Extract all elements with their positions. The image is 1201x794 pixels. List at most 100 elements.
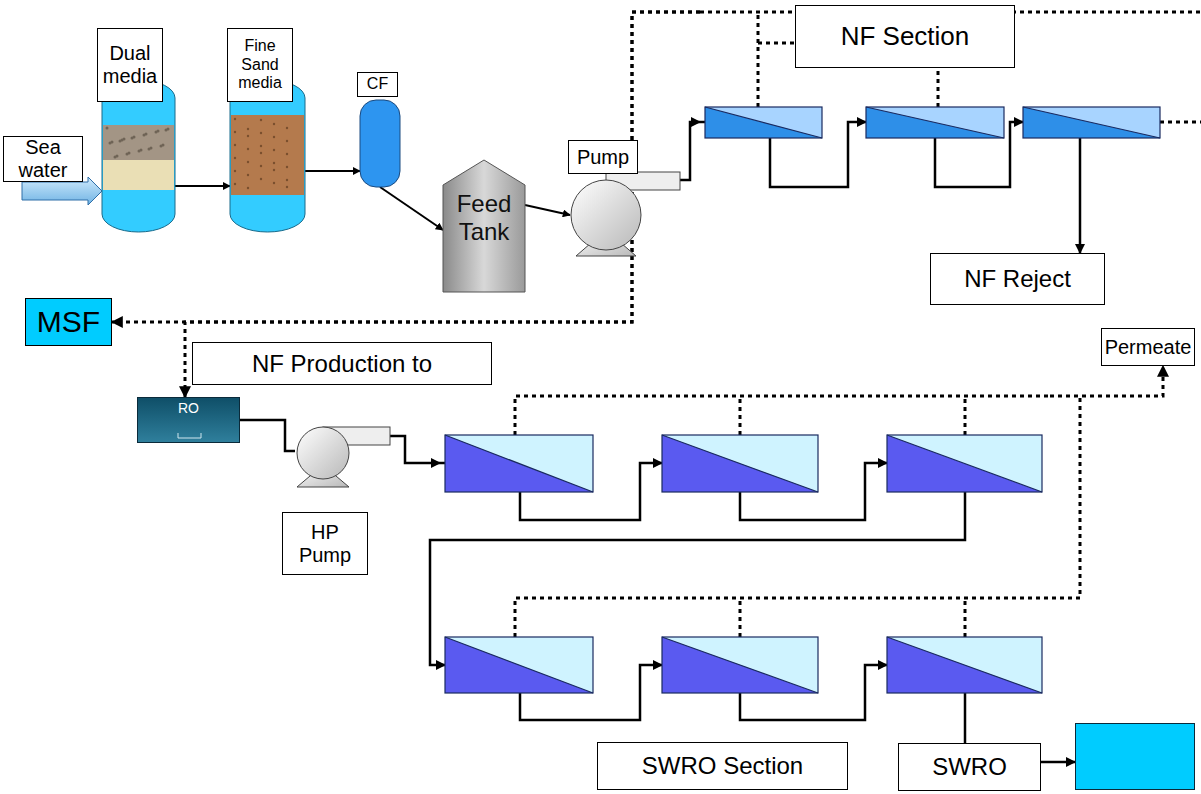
permeate-line xyxy=(1050,366,1163,396)
membrane-half xyxy=(445,435,593,492)
permeate-line xyxy=(964,396,967,435)
heading-label: SWRO Section xyxy=(597,742,848,790)
media-layer xyxy=(103,125,174,160)
heading-label: NF Section xyxy=(795,5,1015,68)
heading-label: Fine Sand media xyxy=(227,28,293,102)
pump-casing xyxy=(571,180,641,250)
media-grain xyxy=(131,137,134,140)
cartridge-filter: CF xyxy=(360,100,400,187)
feed-tank: Feed Tank xyxy=(443,160,525,292)
vessel-body xyxy=(230,80,305,232)
membrane-body xyxy=(662,637,818,693)
media-grain xyxy=(247,135,249,137)
media-grain xyxy=(143,134,146,137)
membrane-element xyxy=(662,435,818,492)
membrane-line xyxy=(887,637,1042,693)
heading-label: HP Pump xyxy=(282,512,368,575)
flow-line xyxy=(380,187,443,230)
brine-box: SWRO xyxy=(1075,723,1195,790)
node-shape xyxy=(295,425,390,478)
media-grain xyxy=(260,152,262,154)
media-grain xyxy=(286,166,288,168)
permeate-line xyxy=(739,598,742,637)
membrane-outline xyxy=(887,637,1042,693)
flow-line xyxy=(525,205,570,215)
media-grain xyxy=(234,157,236,159)
permeate-line xyxy=(964,598,967,637)
tank-mark xyxy=(178,433,201,438)
node-shape xyxy=(570,170,680,250)
media-grain xyxy=(148,148,151,151)
permeate-line xyxy=(757,12,760,107)
membrane-element xyxy=(445,637,593,693)
media-grain xyxy=(247,187,249,189)
media-layer xyxy=(231,115,304,195)
membrane-element xyxy=(662,637,818,693)
node-label: NF Reject xyxy=(964,265,1071,293)
membrane-half xyxy=(662,435,818,492)
node-shape xyxy=(360,100,400,187)
flow-line xyxy=(390,436,440,463)
node-label: RO xyxy=(138,400,239,416)
membrane-line xyxy=(445,435,593,492)
membrane-element xyxy=(445,435,593,492)
media-grain xyxy=(234,170,236,172)
media-grain xyxy=(260,145,262,147)
media-grain xyxy=(273,182,275,184)
pump-symbol: HP Pump xyxy=(295,425,390,478)
media-grain xyxy=(286,140,288,142)
filter-vessel: Dual media xyxy=(102,80,175,232)
media-grain xyxy=(247,128,249,130)
product-box: Permeate xyxy=(1101,328,1195,366)
membrane-half xyxy=(887,435,1042,492)
pipe-line xyxy=(440,462,445,465)
membrane-element xyxy=(705,107,822,138)
membrane-element xyxy=(866,107,1004,138)
media-grain xyxy=(234,183,236,185)
flow-line xyxy=(175,185,230,187)
media-grain xyxy=(138,150,141,153)
ro-tank: RO xyxy=(137,397,240,443)
pump-casing xyxy=(297,427,349,479)
media-grain xyxy=(160,145,163,148)
membrane-element xyxy=(887,435,1042,492)
pipe-line xyxy=(1079,138,1082,195)
media-grain xyxy=(260,132,262,134)
media-grain xyxy=(286,179,288,181)
pump-symbol: Pump xyxy=(570,170,680,250)
flow-line xyxy=(1079,195,1082,253)
membrane-half xyxy=(1023,107,1160,138)
membrane-body xyxy=(887,435,1042,492)
membrane-half xyxy=(705,107,822,138)
media-grain xyxy=(247,161,249,163)
flow-line xyxy=(240,420,295,451)
membrane-half xyxy=(445,637,593,693)
media-grain xyxy=(155,131,158,134)
media-grain xyxy=(109,142,112,145)
membrane-body xyxy=(866,107,1004,138)
filter-vessel: Fine Sand media xyxy=(230,80,305,232)
membrane-line xyxy=(445,637,593,693)
node-label: Sea water xyxy=(7,136,79,182)
membrane-body xyxy=(705,107,822,138)
media-grain xyxy=(165,129,168,132)
heading-label: Pump xyxy=(568,140,638,174)
membrane-outline xyxy=(662,637,818,693)
media-grain xyxy=(247,148,249,150)
media-grain xyxy=(247,174,249,176)
permeate-line xyxy=(185,12,700,397)
media-grain xyxy=(273,162,275,164)
media-grain xyxy=(126,153,129,156)
section-region: NF Section xyxy=(700,5,1165,195)
vessel-body xyxy=(102,80,175,232)
note-box: NF Production to xyxy=(192,342,492,385)
flow-line xyxy=(305,170,360,172)
permeate-line xyxy=(515,396,1080,637)
membrane-body xyxy=(445,435,593,492)
media-layer xyxy=(103,160,174,190)
media-grain xyxy=(114,156,117,159)
media-grain xyxy=(260,178,262,180)
media-grain xyxy=(286,153,288,155)
permeate-line xyxy=(515,396,1050,435)
membrane-outline xyxy=(887,435,1042,492)
